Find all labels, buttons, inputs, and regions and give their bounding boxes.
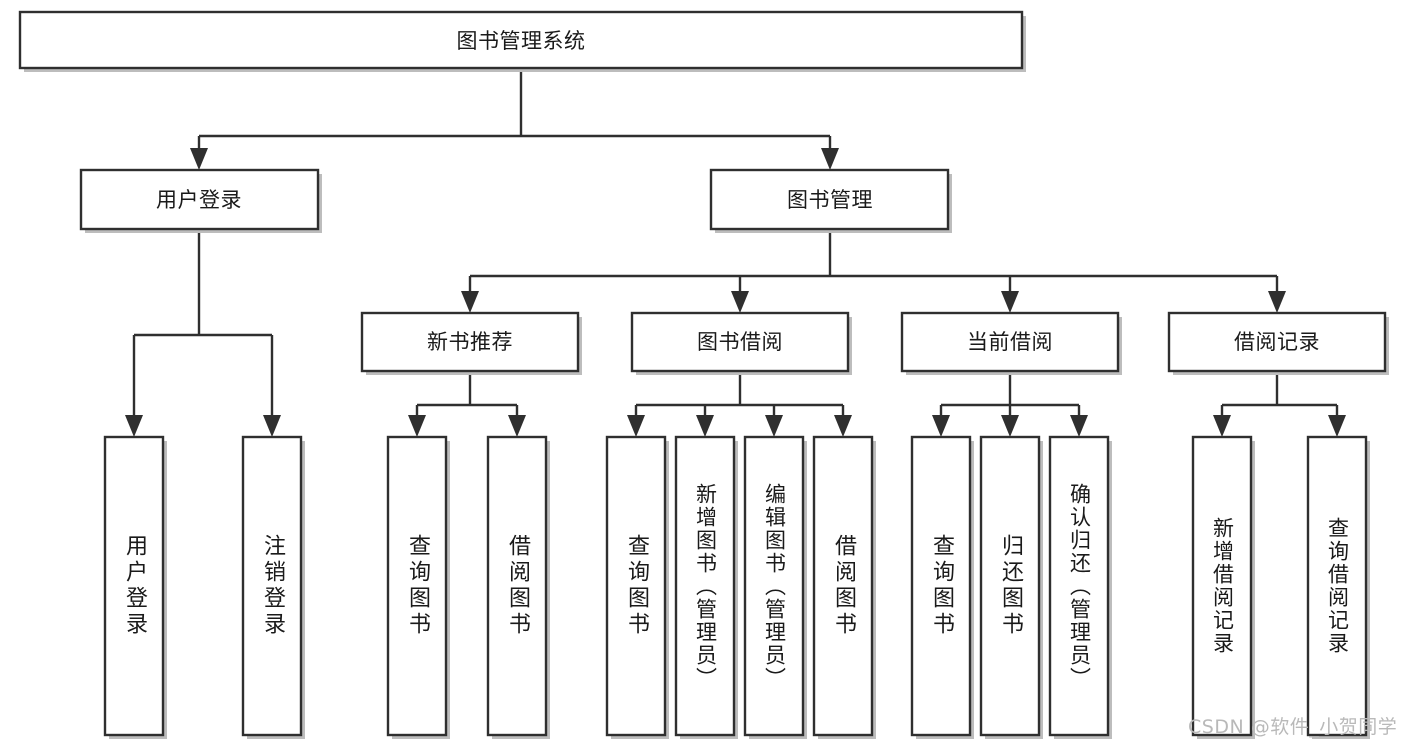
leaf-box-confirm-return[interactable] — [1048, 435, 1110, 737]
arrow-head-l3-2 — [731, 291, 749, 313]
leaf-box-query-book-2[interactable] — [605, 435, 667, 737]
node-book-borrow-box[interactable] — [630, 311, 850, 373]
arrow-head-leaf-g2-2 — [696, 415, 714, 437]
leaf-label-query-book-1: 查询图书 — [405, 534, 430, 638]
leaf-label-cell-user-login: 用户登录 — [105, 437, 163, 735]
arrow-head-leaf-g3-1 — [932, 415, 950, 437]
leaf-box-query-book-3[interactable] — [910, 435, 972, 737]
leaf-label-query-book-3: 查询图书 — [929, 534, 954, 638]
leaf-label-cell-borrow-book-2: 借阅图书 — [814, 437, 872, 735]
arrow-head-leaf-g2-1 — [627, 415, 645, 437]
leaf-label-query-record: 查询借阅记录 — [1325, 517, 1350, 655]
node-new-book-recommend-box[interactable] — [360, 311, 580, 373]
node-borrow-record-label: 借阅记录 — [1234, 330, 1320, 354]
node-user-login[interactable]: 用户登录 — [79, 168, 322, 233]
node-new-book-recommend[interactable]: 新书推荐 — [360, 311, 582, 375]
leaf-label-cell-query-book-1: 查询图书 — [388, 437, 446, 735]
arrow-head-leaf-g2-3 — [765, 415, 783, 437]
node-root-box[interactable] — [18, 10, 1024, 70]
node-root[interactable]: 图书管理系统 — [18, 10, 1026, 72]
node-current-borrow[interactable]: 当前借阅 — [900, 311, 1122, 375]
node-book-manage-box[interactable] — [709, 168, 950, 231]
leaf-label-edit-book: 编辑图书（管理员） — [762, 482, 787, 690]
leaf-box-user-login[interactable] — [103, 435, 165, 737]
arrow-head-l3-4 — [1268, 291, 1286, 313]
arrow-head-book-manage — [821, 148, 839, 170]
node-new-book-recommend-label: 新书推荐 — [427, 330, 513, 354]
node-root-label: 图书管理系统 — [457, 29, 586, 53]
arrow-head-user-login — [190, 148, 208, 170]
node-user-login-label: 用户登录 — [156, 188, 242, 212]
leaf-label-cell-borrow-book-1: 借阅图书 — [488, 437, 546, 735]
node-current-borrow-label: 当前借阅 — [967, 330, 1053, 354]
leaf-label-cell-confirm-return: 确认归还（管理员） — [1050, 437, 1108, 735]
leaf-label-cell-add-record: 新增借阅记录 — [1193, 437, 1251, 735]
arrow-head-leaf-u1 — [125, 415, 143, 437]
arrow-head-leaf-g2-4 — [834, 415, 852, 437]
connector-layer — [125, 68, 1346, 437]
leaf-label-cell-add-book: 新增图书（管理员） — [676, 437, 734, 735]
node-borrow-record-box[interactable] — [1167, 311, 1387, 373]
leaf-box-borrow-book-1[interactable] — [486, 435, 548, 737]
leaf-label-add-record: 新增借阅记录 — [1210, 517, 1235, 655]
leaf-label-query-book-2: 查询图书 — [624, 534, 649, 638]
arrow-head-l3-1 — [461, 291, 479, 313]
node-book-borrow[interactable]: 图书借阅 — [630, 311, 852, 375]
leaf-box-query-book-1[interactable] — [386, 435, 448, 737]
arrow-head-leaf-g4-1 — [1213, 415, 1231, 437]
leaf-box-edit-book[interactable] — [743, 435, 805, 737]
arrow-head-leaf-g3-3 — [1070, 415, 1088, 437]
leaf-label-user-login: 用户登录 — [122, 534, 147, 638]
leaf-label-cell-return-book: 归还图书 — [981, 437, 1039, 735]
leaf-box-return-book[interactable] — [979, 435, 1041, 737]
csdn-watermark: CSDN @软件_小贺同学 — [1188, 716, 1398, 738]
leaf-layer — [103, 435, 1370, 739]
leaf-box-add-record[interactable] — [1191, 435, 1253, 737]
node-borrow-record[interactable]: 借阅记录 — [1167, 311, 1389, 375]
leaf-label-return-book: 归还图书 — [998, 534, 1023, 638]
leaf-label-cell-query-book-2: 查询图书 — [607, 437, 665, 735]
arrow-head-l3-3 — [1001, 291, 1019, 313]
leaf-box-logout[interactable] — [241, 435, 303, 737]
node-book-manage[interactable]: 图书管理 — [709, 168, 952, 233]
leaf-label-cell-query-book-3: 查询图书 — [912, 437, 970, 735]
arrow-head-leaf-g4-2 — [1328, 415, 1346, 437]
arrow-head-leaf-u2 — [263, 415, 281, 437]
arrow-head-leaf-g3-2 — [1001, 415, 1019, 437]
leaf-label-add-book: 新增图书（管理员） — [693, 482, 718, 690]
leaf-label-cell-logout: 注销登录 — [243, 437, 301, 735]
leaf-label-cell-edit-book: 编辑图书（管理员） — [745, 437, 803, 735]
node-current-borrow-box[interactable] — [900, 311, 1120, 373]
leaf-label-confirm-return: 确认归还（管理员） — [1067, 482, 1092, 690]
node-user-login-box[interactable] — [79, 168, 320, 231]
leaf-box-borrow-book-2[interactable] — [812, 435, 874, 737]
node-book-manage-label: 图书管理 — [787, 188, 873, 212]
arrow-head-leaf-g1-1 — [408, 415, 426, 437]
leaf-label-borrow-book-1: 借阅图书 — [505, 534, 530, 638]
leaf-label-cell-query-record: 查询借阅记录 — [1308, 437, 1366, 735]
node-book-borrow-label: 图书借阅 — [697, 330, 783, 354]
leaf-box-query-record[interactable] — [1306, 435, 1368, 737]
leaf-label-logout: 注销登录 — [260, 534, 285, 638]
leaf-label-borrow-book-2: 借阅图书 — [831, 534, 856, 638]
leaf-box-add-book[interactable] — [674, 435, 736, 737]
arrow-head-leaf-g1-2 — [508, 415, 526, 437]
